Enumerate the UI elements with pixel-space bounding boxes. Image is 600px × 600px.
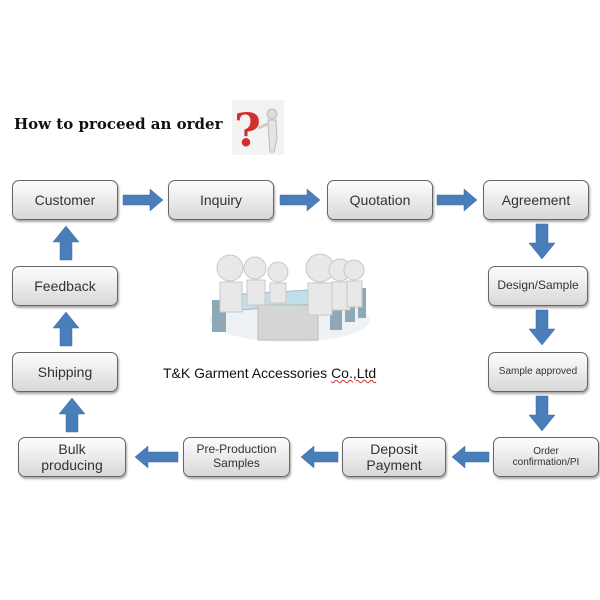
step-feedback: Feedback [12,266,118,306]
company-name-main: T&K Garment Accessories [163,365,328,381]
arrow-left-icon [300,445,339,469]
step-customer: Customer [12,180,118,220]
svg-text:?: ? [234,103,261,157]
arrow-up-icon [52,225,80,261]
company-name-suffix: Co.,Ltd [331,365,377,381]
arrow-right-icon [279,188,321,212]
arrow-left-icon [134,445,179,469]
step-design-sample: Design/Sample [488,266,588,306]
step-deposit-payment: Deposit Payment [342,437,446,477]
meeting-table-people-icon [210,253,370,342]
arrow-up-icon [58,397,86,433]
step-sample-approved: Sample approved [488,352,588,392]
step-inquiry: Inquiry [168,180,274,220]
step-agreement: Agreement [483,180,589,220]
step-shipping: Shipping [12,352,118,392]
arrow-down-icon [528,395,556,432]
arrow-up-icon [52,311,80,347]
arrow-left-icon [451,445,490,469]
step-order-confirmation: Order confirmation/PI [493,437,599,477]
arrow-down-icon [528,223,556,260]
arrow-right-icon [436,188,478,212]
arrow-down-icon [528,309,556,346]
company-name: T&K Garment Accessories Co.,Ltd [163,365,376,381]
step-quotation: Quotation [327,180,433,220]
step-pre-production-samples: Pre-Production Samples [183,437,290,477]
arrow-right-icon [122,188,164,212]
question-mark-person-icon: ? [232,100,284,157]
step-bulk-producing: Bulk producing [18,437,126,477]
diagram-title: How to proceed an order [14,115,223,133]
